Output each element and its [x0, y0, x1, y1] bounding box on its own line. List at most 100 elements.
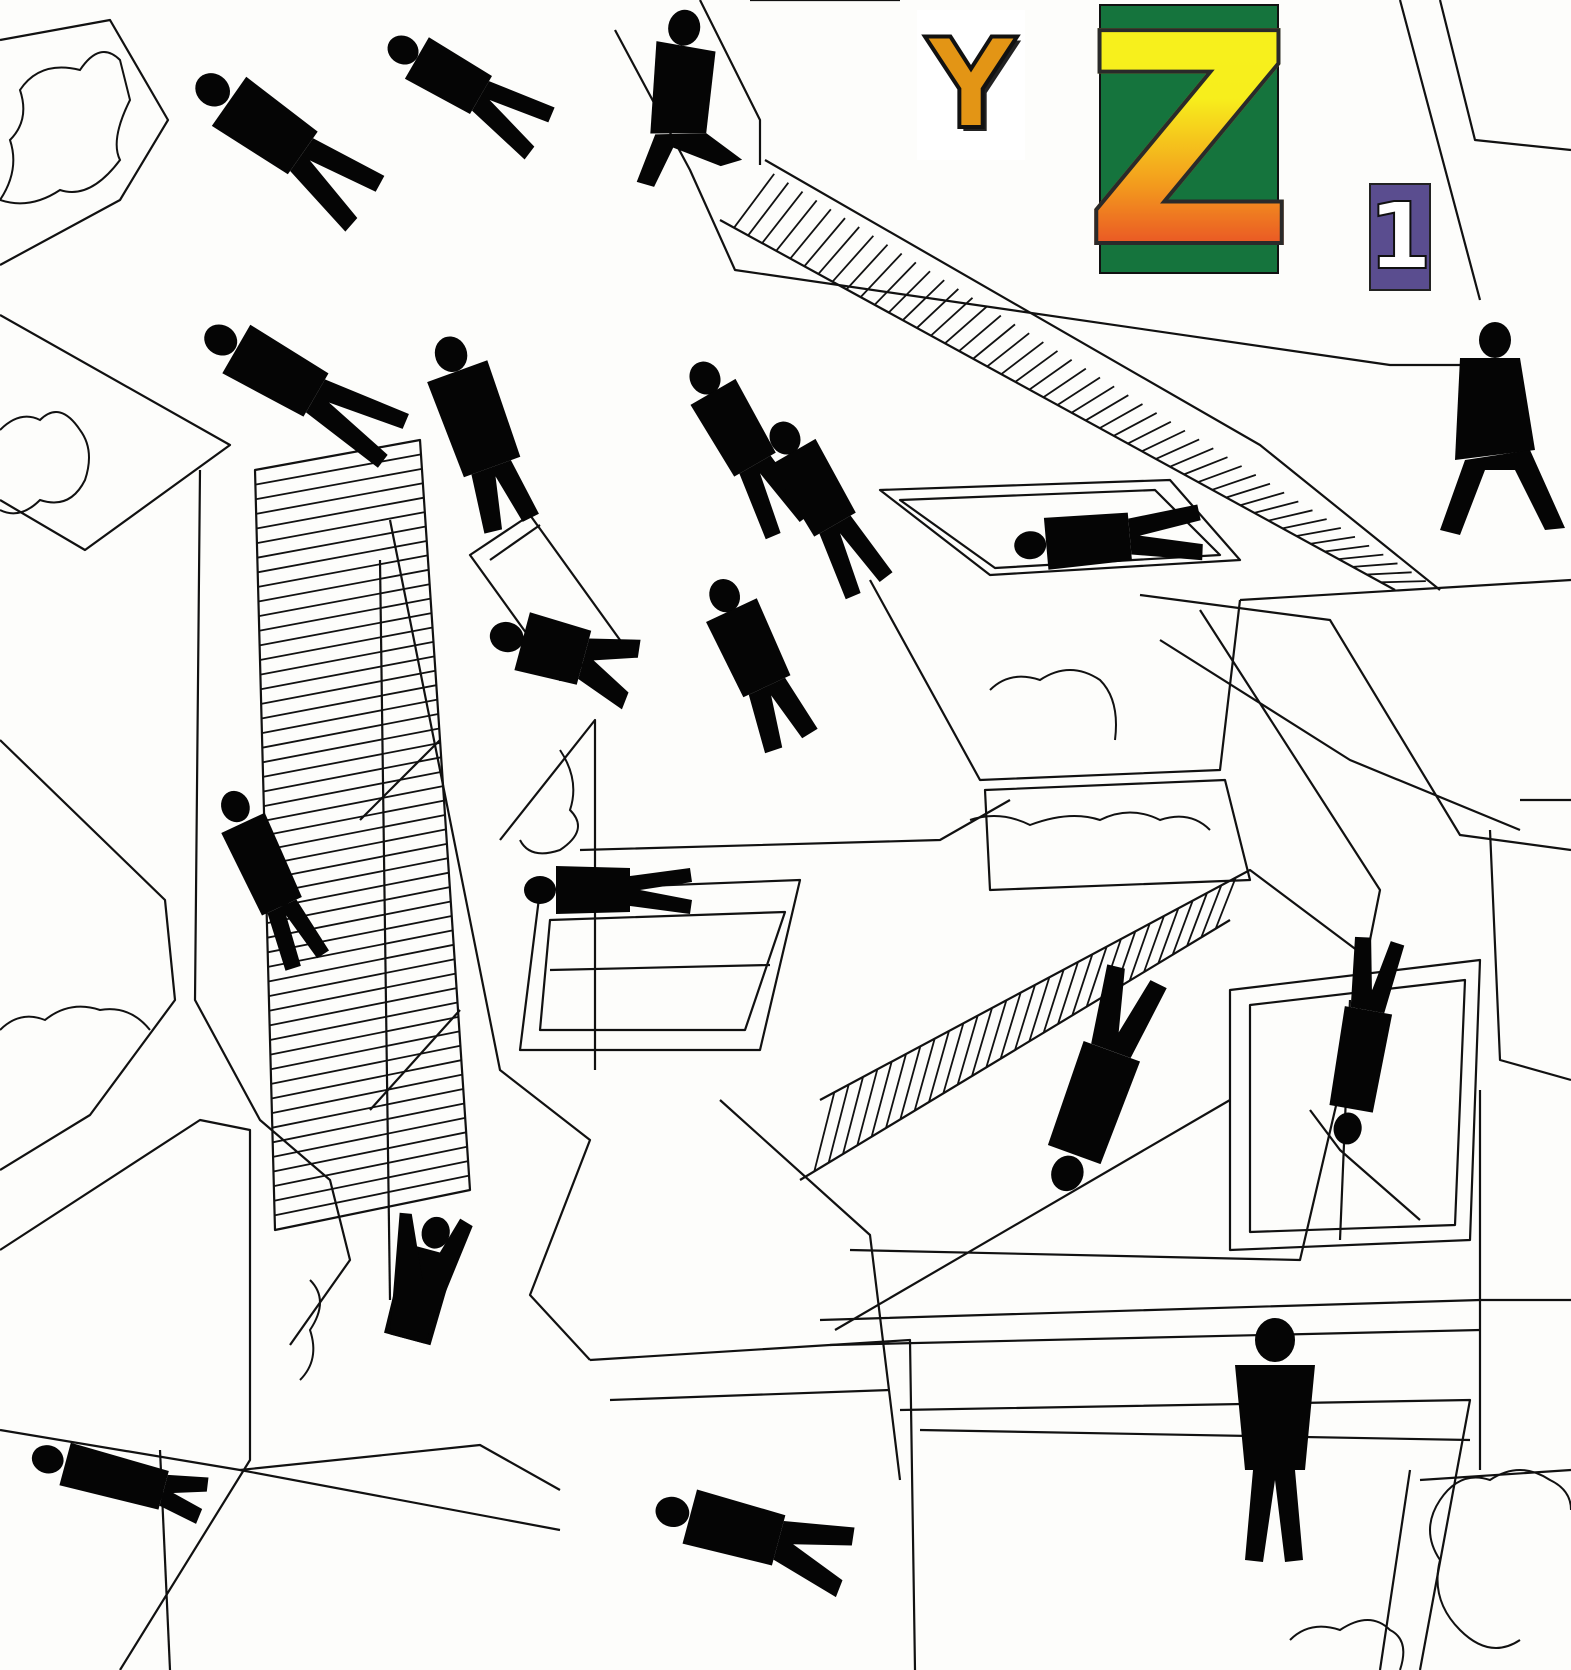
step-line — [269, 987, 457, 1027]
step-line — [1225, 482, 1271, 499]
step-line — [262, 727, 440, 764]
figure-bottom-left-lying — [31, 1442, 209, 1524]
step-line — [257, 525, 426, 559]
step-line — [264, 814, 446, 851]
step-line — [885, 1053, 907, 1129]
shrub-top-left — [0, 51, 132, 205]
step-line — [1028, 977, 1051, 1042]
step-line — [899, 1046, 922, 1120]
step-line — [1127, 420, 1172, 445]
step-line — [1214, 877, 1237, 929]
figure-climbing-top — [636, 9, 743, 187]
step-line — [1200, 885, 1223, 938]
shrub-bottom-center — [1289, 1619, 1405, 1670]
step-line — [1028, 359, 1073, 391]
step-line — [273, 1131, 467, 1173]
step-line — [267, 915, 452, 954]
step-line — [733, 173, 775, 229]
step-line — [257, 540, 427, 574]
step-line — [1380, 580, 1426, 584]
step-line — [1310, 535, 1356, 545]
step-line — [259, 597, 431, 632]
figure-center-top — [427, 336, 539, 534]
step-line — [813, 1092, 836, 1172]
step-line — [1071, 385, 1115, 414]
step-line — [1157, 908, 1180, 964]
step-line — [272, 1088, 464, 1129]
step-line — [831, 235, 875, 283]
step-line — [256, 496, 425, 530]
step-line — [255, 482, 424, 515]
step-line — [888, 270, 931, 314]
step-line — [1169, 447, 1214, 468]
figure-center-lying — [489, 612, 641, 710]
lower-staircase-steps — [813, 877, 1237, 1172]
step-line — [845, 244, 889, 290]
step-line — [944, 305, 988, 345]
title-letter-y: Y — [924, 13, 1018, 157]
step-line — [271, 1073, 463, 1114]
step-line — [1071, 954, 1094, 1016]
step-line — [265, 842, 448, 881]
step-line — [1352, 562, 1398, 568]
step-line — [271, 1059, 462, 1100]
shrub-right-low — [969, 811, 1211, 831]
step-line — [260, 641, 434, 676]
step-line — [930, 297, 974, 337]
step-line — [1113, 412, 1158, 437]
step-line — [1197, 465, 1242, 483]
step-line — [942, 1023, 965, 1094]
figure-bottom-right — [1235, 1318, 1315, 1562]
step-line — [269, 1001, 458, 1041]
step-line — [255, 467, 423, 501]
shrubs — [0, 51, 1571, 1670]
step-line — [1366, 571, 1412, 576]
step-line — [257, 554, 428, 588]
step-line — [1099, 403, 1143, 429]
step-line — [972, 323, 1016, 360]
step-line — [1000, 341, 1044, 375]
step-line — [913, 1038, 936, 1111]
step-line — [870, 1061, 893, 1137]
figure-right-walker — [1440, 322, 1565, 535]
step-line — [1057, 961, 1079, 1025]
step-line — [1141, 429, 1186, 453]
figure-center-right-2 — [769, 421, 893, 600]
step-line — [267, 900, 451, 939]
step-line — [274, 1174, 470, 1217]
step-line — [262, 713, 439, 749]
step-line — [259, 626, 433, 661]
step-line — [747, 182, 790, 236]
step-line — [272, 1117, 466, 1158]
figure-left-2 — [204, 324, 409, 468]
step-line — [263, 756, 442, 793]
figure-left-stair — [221, 790, 330, 971]
step-line — [268, 943, 454, 983]
step-line — [956, 1015, 979, 1085]
step-line — [1254, 500, 1299, 514]
step-line — [842, 1076, 864, 1155]
step-line — [273, 1145, 468, 1188]
step-line — [270, 1016, 459, 1056]
step-line — [1282, 518, 1327, 530]
step-line — [1014, 350, 1059, 383]
shrub-bottom-left — [299, 1279, 321, 1381]
step-line — [1085, 946, 1108, 1007]
step-line — [264, 785, 444, 822]
step-line — [1042, 969, 1065, 1033]
silhouettes — [31, 9, 1565, 1598]
step-line — [1057, 376, 1101, 406]
figure-lower-right — [1329, 936, 1405, 1145]
shrub-bottom-right — [1429, 1469, 1571, 1649]
title-letter-z-tile: Z — [1081, 0, 1297, 290]
left-staircase-steps — [255, 453, 470, 1217]
figure-floor-center — [524, 866, 692, 914]
figure-bottom-left-stair — [384, 1212, 473, 1346]
upper-staircase-steps — [733, 173, 1426, 584]
figure-center-right-1 — [689, 361, 813, 540]
step-line — [902, 279, 945, 321]
step-line — [1128, 923, 1151, 981]
step-line — [264, 799, 445, 837]
step-line — [928, 1030, 950, 1103]
